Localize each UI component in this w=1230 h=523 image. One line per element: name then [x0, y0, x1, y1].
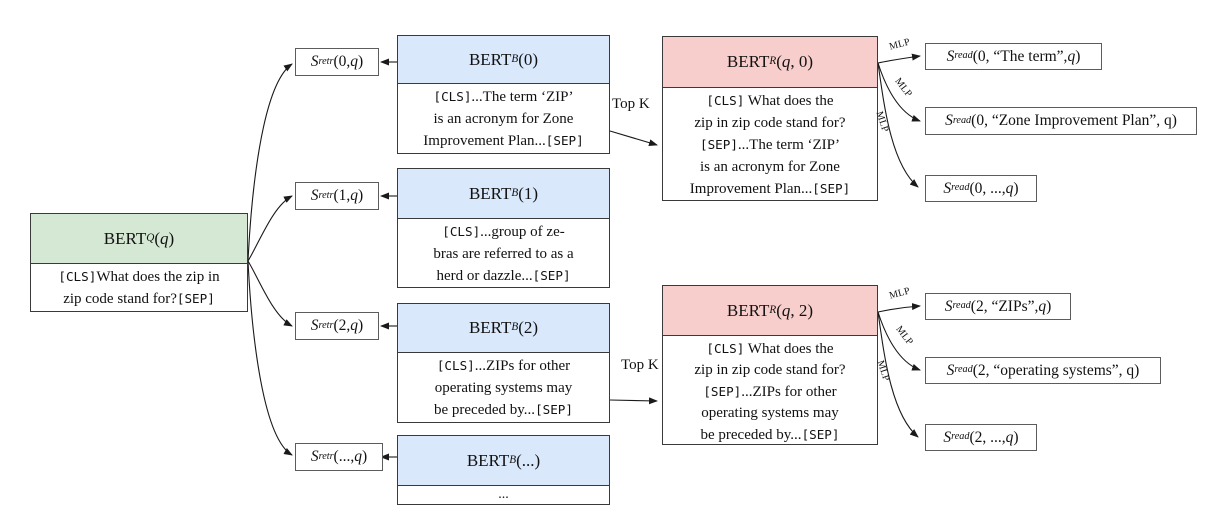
- top-k-label-0: Top K: [612, 96, 650, 112]
- bert-b1-body: [CLS]...group of ze-bras are referred to…: [433, 224, 574, 284]
- arrow-reader2-to-sread-2b: [877, 311, 921, 371]
- arrow-topk-block2-to-reader2: [609, 397, 658, 405]
- top-k-label-2: Top K: [621, 357, 659, 373]
- arrow-query-to-sretr-2: [247, 260, 293, 327]
- arrow-reader2-to-sread-2c: [877, 311, 919, 438]
- arrow-topk-block0-to-reader0: [609, 130, 658, 147]
- bert-b3-body: ...: [498, 487, 509, 502]
- arrow-reader2-to-sread-2a: [877, 303, 921, 313]
- arrow-query-to-sretr-3: [247, 260, 293, 456]
- arrow-reader0-to-sread-0a: [877, 53, 921, 64]
- arrow-reader0-to-sread-0b: [877, 62, 921, 122]
- arrow-query-to-sretr-0: [247, 63, 293, 262]
- arrow-query-to-sretr-1: [247, 195, 293, 262]
- bert-b0-body: [CLS]...The term ‘ZIP’is an acronym for …: [423, 89, 584, 149]
- arrow-reader0-to-sread-0c: [877, 62, 919, 188]
